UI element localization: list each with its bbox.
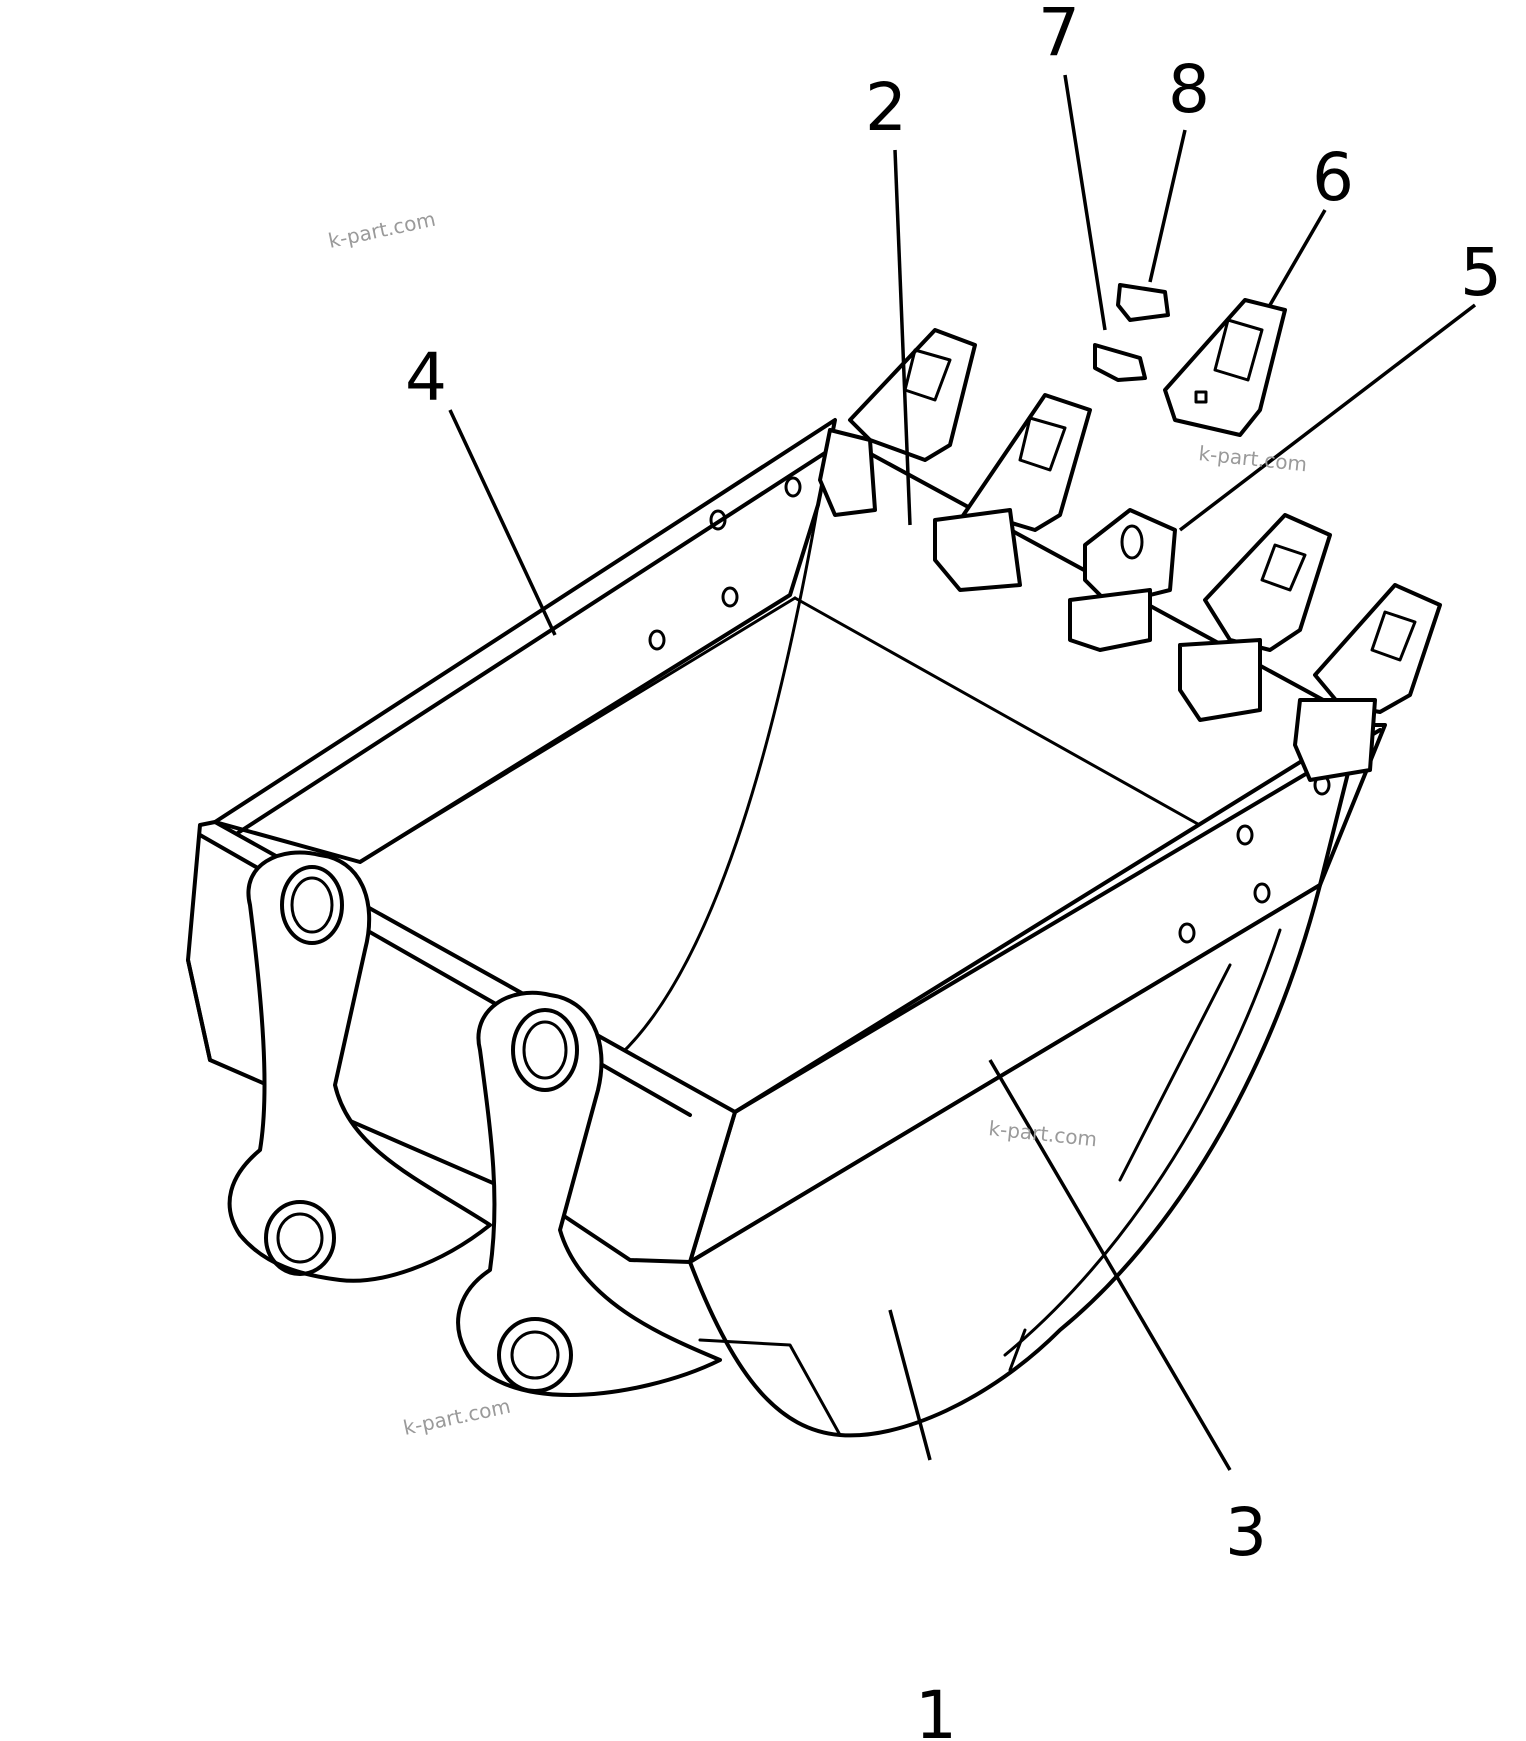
bucket-bottom-shell <box>688 883 1322 1438</box>
bolt-holes <box>648 476 1331 944</box>
bucket-interior <box>793 596 1207 830</box>
leader-lines <box>448 74 1477 1471</box>
bracket-right-upper-pin-hole <box>511 1008 579 1092</box>
tooth-5 <box>1293 583 1442 782</box>
watermark-4: k-part.com <box>401 1394 513 1440</box>
bracket-right <box>456 990 722 1397</box>
tooth-3-adapter <box>1068 508 1177 652</box>
watermark-1: k-part.com <box>326 207 438 253</box>
callout-8: 8 <box>1168 51 1210 128</box>
bucket-body <box>186 418 1387 1438</box>
side-plate-left <box>213 418 837 864</box>
tooth-1 <box>818 328 977 517</box>
tooth-4 <box>1178 513 1332 722</box>
callout-labels: 1 2 3 4 5 6 7 8 <box>405 0 1502 1741</box>
callout-6: 6 <box>1312 139 1354 216</box>
callout-1: 1 <box>915 1677 957 1741</box>
lock-washer <box>1116 283 1170 322</box>
callout-4: 4 <box>405 339 447 416</box>
loose-tooth-point <box>1163 298 1287 437</box>
callout-2: 2 <box>865 69 907 146</box>
callout-7: 7 <box>1038 0 1080 71</box>
pins-and-locks <box>1093 283 1170 382</box>
bracket-left <box>227 850 492 1283</box>
callout-5: 5 <box>1460 234 1502 311</box>
bracket-left-lower-pin-hole <box>264 1200 336 1276</box>
tooth-2 <box>933 393 1092 592</box>
bucket-teeth <box>818 298 1442 782</box>
lock-pin <box>1093 343 1147 382</box>
callout-3: 3 <box>1225 1494 1267 1571</box>
mounting-brackets <box>227 850 722 1397</box>
bracket-right-lower-pin-hole <box>497 1317 573 1393</box>
bracket-left-upper-pin-hole <box>280 865 344 945</box>
